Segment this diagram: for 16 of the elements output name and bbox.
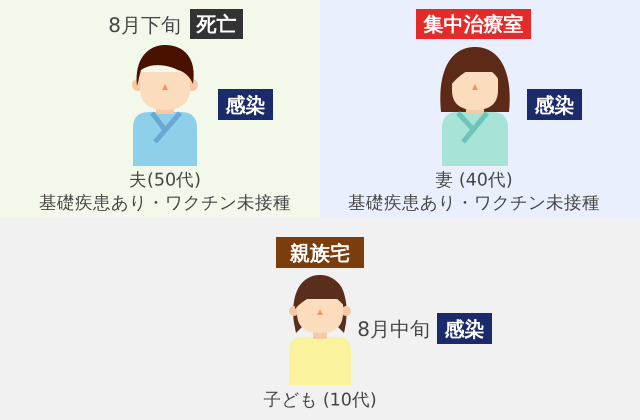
label-badge: 感染 — [218, 89, 273, 120]
caption-text: 基礎疾患あり・ワクチン未接種 — [348, 194, 600, 214]
caption-text: 子ども (10代) — [263, 391, 377, 411]
label-badge: 死亡 — [190, 9, 243, 39]
person-illustration — [288, 273, 352, 385]
label-badge: 感染 — [527, 89, 582, 120]
date-text: 8月下旬 — [108, 14, 181, 36]
person-illustration — [439, 44, 511, 166]
date-text: 8月中旬 — [357, 318, 430, 340]
label-badge: 感染 — [437, 313, 492, 344]
person-illustration — [130, 44, 200, 166]
caption-text: 夫(50代) — [129, 171, 201, 191]
label-badge: 親族宅 — [276, 237, 364, 268]
caption-text: 基礎疾患あり・ワクチン未接種 — [39, 194, 291, 214]
label-badge: 集中治療室 — [416, 9, 531, 39]
caption-text: 妻 (40代) — [435, 171, 513, 191]
